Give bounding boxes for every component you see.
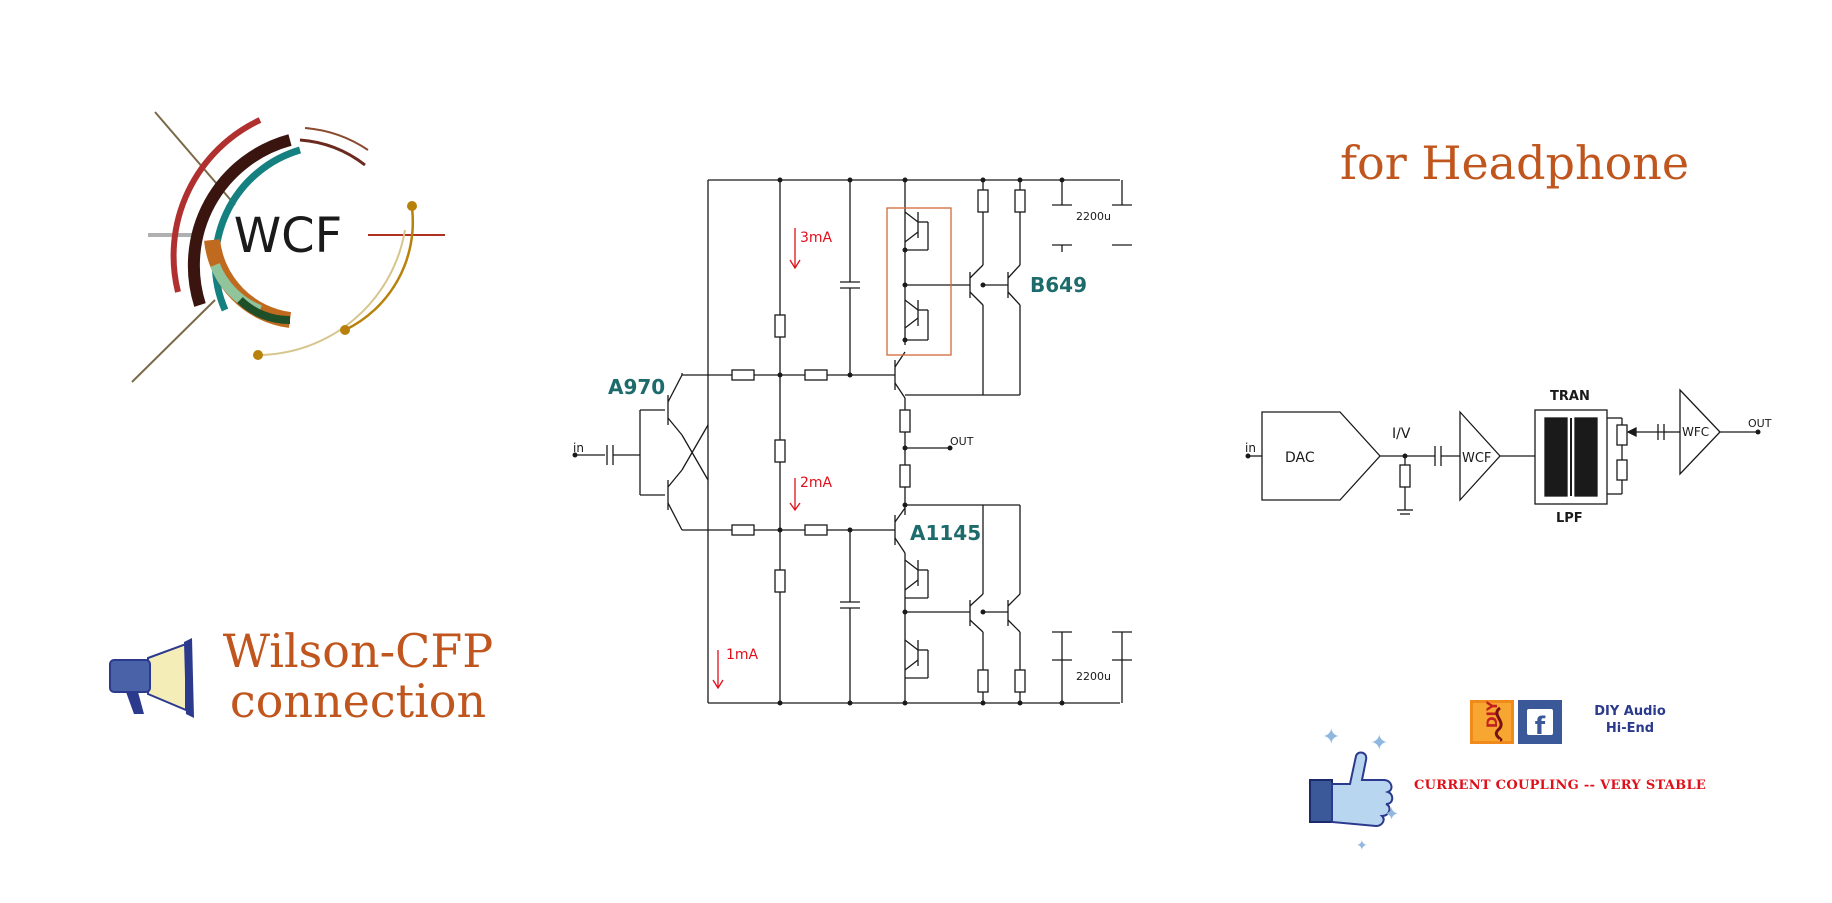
brand-caption-line2: Hi-End xyxy=(1605,721,1655,736)
svg-text:✦: ✦ xyxy=(1322,725,1340,750)
wilson-cfp-title-line2: connection xyxy=(229,674,487,728)
block-wfc: WFC xyxy=(1682,425,1709,439)
svg-text:✦: ✦ xyxy=(1356,838,1368,854)
current-label-1ma: 1mA xyxy=(726,647,759,663)
transistor-label-a1145: A1145 xyxy=(910,521,981,545)
current-arrows xyxy=(712,228,801,690)
facebook-icon[interactable]: f xyxy=(1518,700,1562,744)
thumbs-up-icon: ✦ ✦ ✦ ✦ xyxy=(1309,725,1399,854)
current-coupling-note: CURRENT COUPLING -- VERY STABLE xyxy=(1414,778,1707,793)
cap-label-top: 2200u xyxy=(1076,210,1111,223)
block-lpf: LPF xyxy=(1556,511,1583,526)
diy-badge-icon: DIY xyxy=(1470,700,1514,744)
diy-badge-text: DIY xyxy=(1485,700,1501,728)
brand-caption: DIY Audio Hi-End xyxy=(1570,703,1690,737)
block-diagram-labels: in DAC I/V WCF TRAN LPF WFC OUT xyxy=(1245,389,1772,526)
transistor-label-b649: B649 xyxy=(1030,273,1087,297)
block-output-label: OUT xyxy=(1748,417,1772,430)
schematic-labels: in OUT 3mA 2mA 1mA A970 B649 A1145 2200u… xyxy=(573,210,1111,683)
block-input-label: in xyxy=(1245,441,1256,455)
schematic-junctions xyxy=(572,177,1065,706)
schematic-input-label: in xyxy=(573,441,584,455)
block-tran: TRAN xyxy=(1550,389,1590,404)
logo-text: WCF xyxy=(234,208,343,264)
svg-text:✦: ✦ xyxy=(1370,731,1388,756)
wilson-cfp-title: Wilson-CFP connection xyxy=(213,626,503,726)
wcf-logo: WCF xyxy=(131,111,445,383)
for-headphone-title: for Headphone xyxy=(1340,136,1690,190)
brand-caption-line1: DIY Audio xyxy=(1594,704,1666,719)
block-wcf: WCF xyxy=(1462,451,1491,466)
block-dac: DAC xyxy=(1285,450,1315,466)
svg-text:✦: ✦ xyxy=(1384,804,1399,825)
signal-chain-block-diagram xyxy=(1248,388,1758,515)
transistor-label-a970: A970 xyxy=(608,375,665,399)
block-iv: I/V xyxy=(1392,426,1411,442)
cap-label-bottom: 2200u xyxy=(1076,670,1111,683)
current-label-2ma: 2mA xyxy=(800,475,833,491)
schematic-output-label: OUT xyxy=(950,435,974,448)
megaphone-icon xyxy=(109,638,194,718)
wilson-cfp-title-line1: Wilson-CFP xyxy=(222,624,494,678)
block-diagram-dots xyxy=(1245,429,1761,459)
highlight-box xyxy=(886,207,952,356)
current-label-3ma: 3mA xyxy=(800,230,833,246)
wilson-cfp-schematic xyxy=(575,179,1132,704)
facebook-badge-text: f xyxy=(1535,712,1546,740)
